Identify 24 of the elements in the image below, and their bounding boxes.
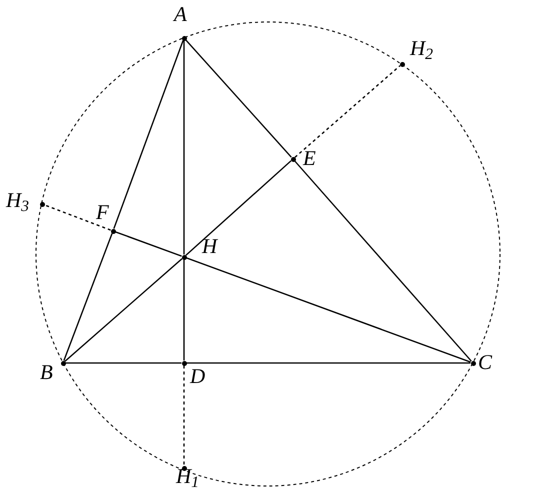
line-segment [63,233,113,361]
line-segment [185,39,292,158]
line-segment [186,257,471,363]
line-segment [186,362,470,364]
point-label: B [40,362,53,383]
dashed-line [44,204,111,231]
line-segment [113,40,184,229]
point-label: A [174,4,187,25]
line-segment [294,160,472,362]
point-label: H [202,236,218,257]
point-label: C [478,352,492,373]
dashed-line [183,366,185,466]
point-label: H$_{2}$ [410,38,434,59]
point-label: H$_{3}$ [6,190,30,211]
line-segment [66,362,182,364]
line-segment [64,258,183,362]
line-segment [183,40,185,254]
dashed-line [294,65,401,158]
point-label: H$_{1}$ [176,466,200,487]
line-segment [183,260,185,360]
point-label: F [96,202,109,223]
point-label: E [303,148,316,169]
line-segment [115,231,182,257]
point-label: D [190,366,206,387]
